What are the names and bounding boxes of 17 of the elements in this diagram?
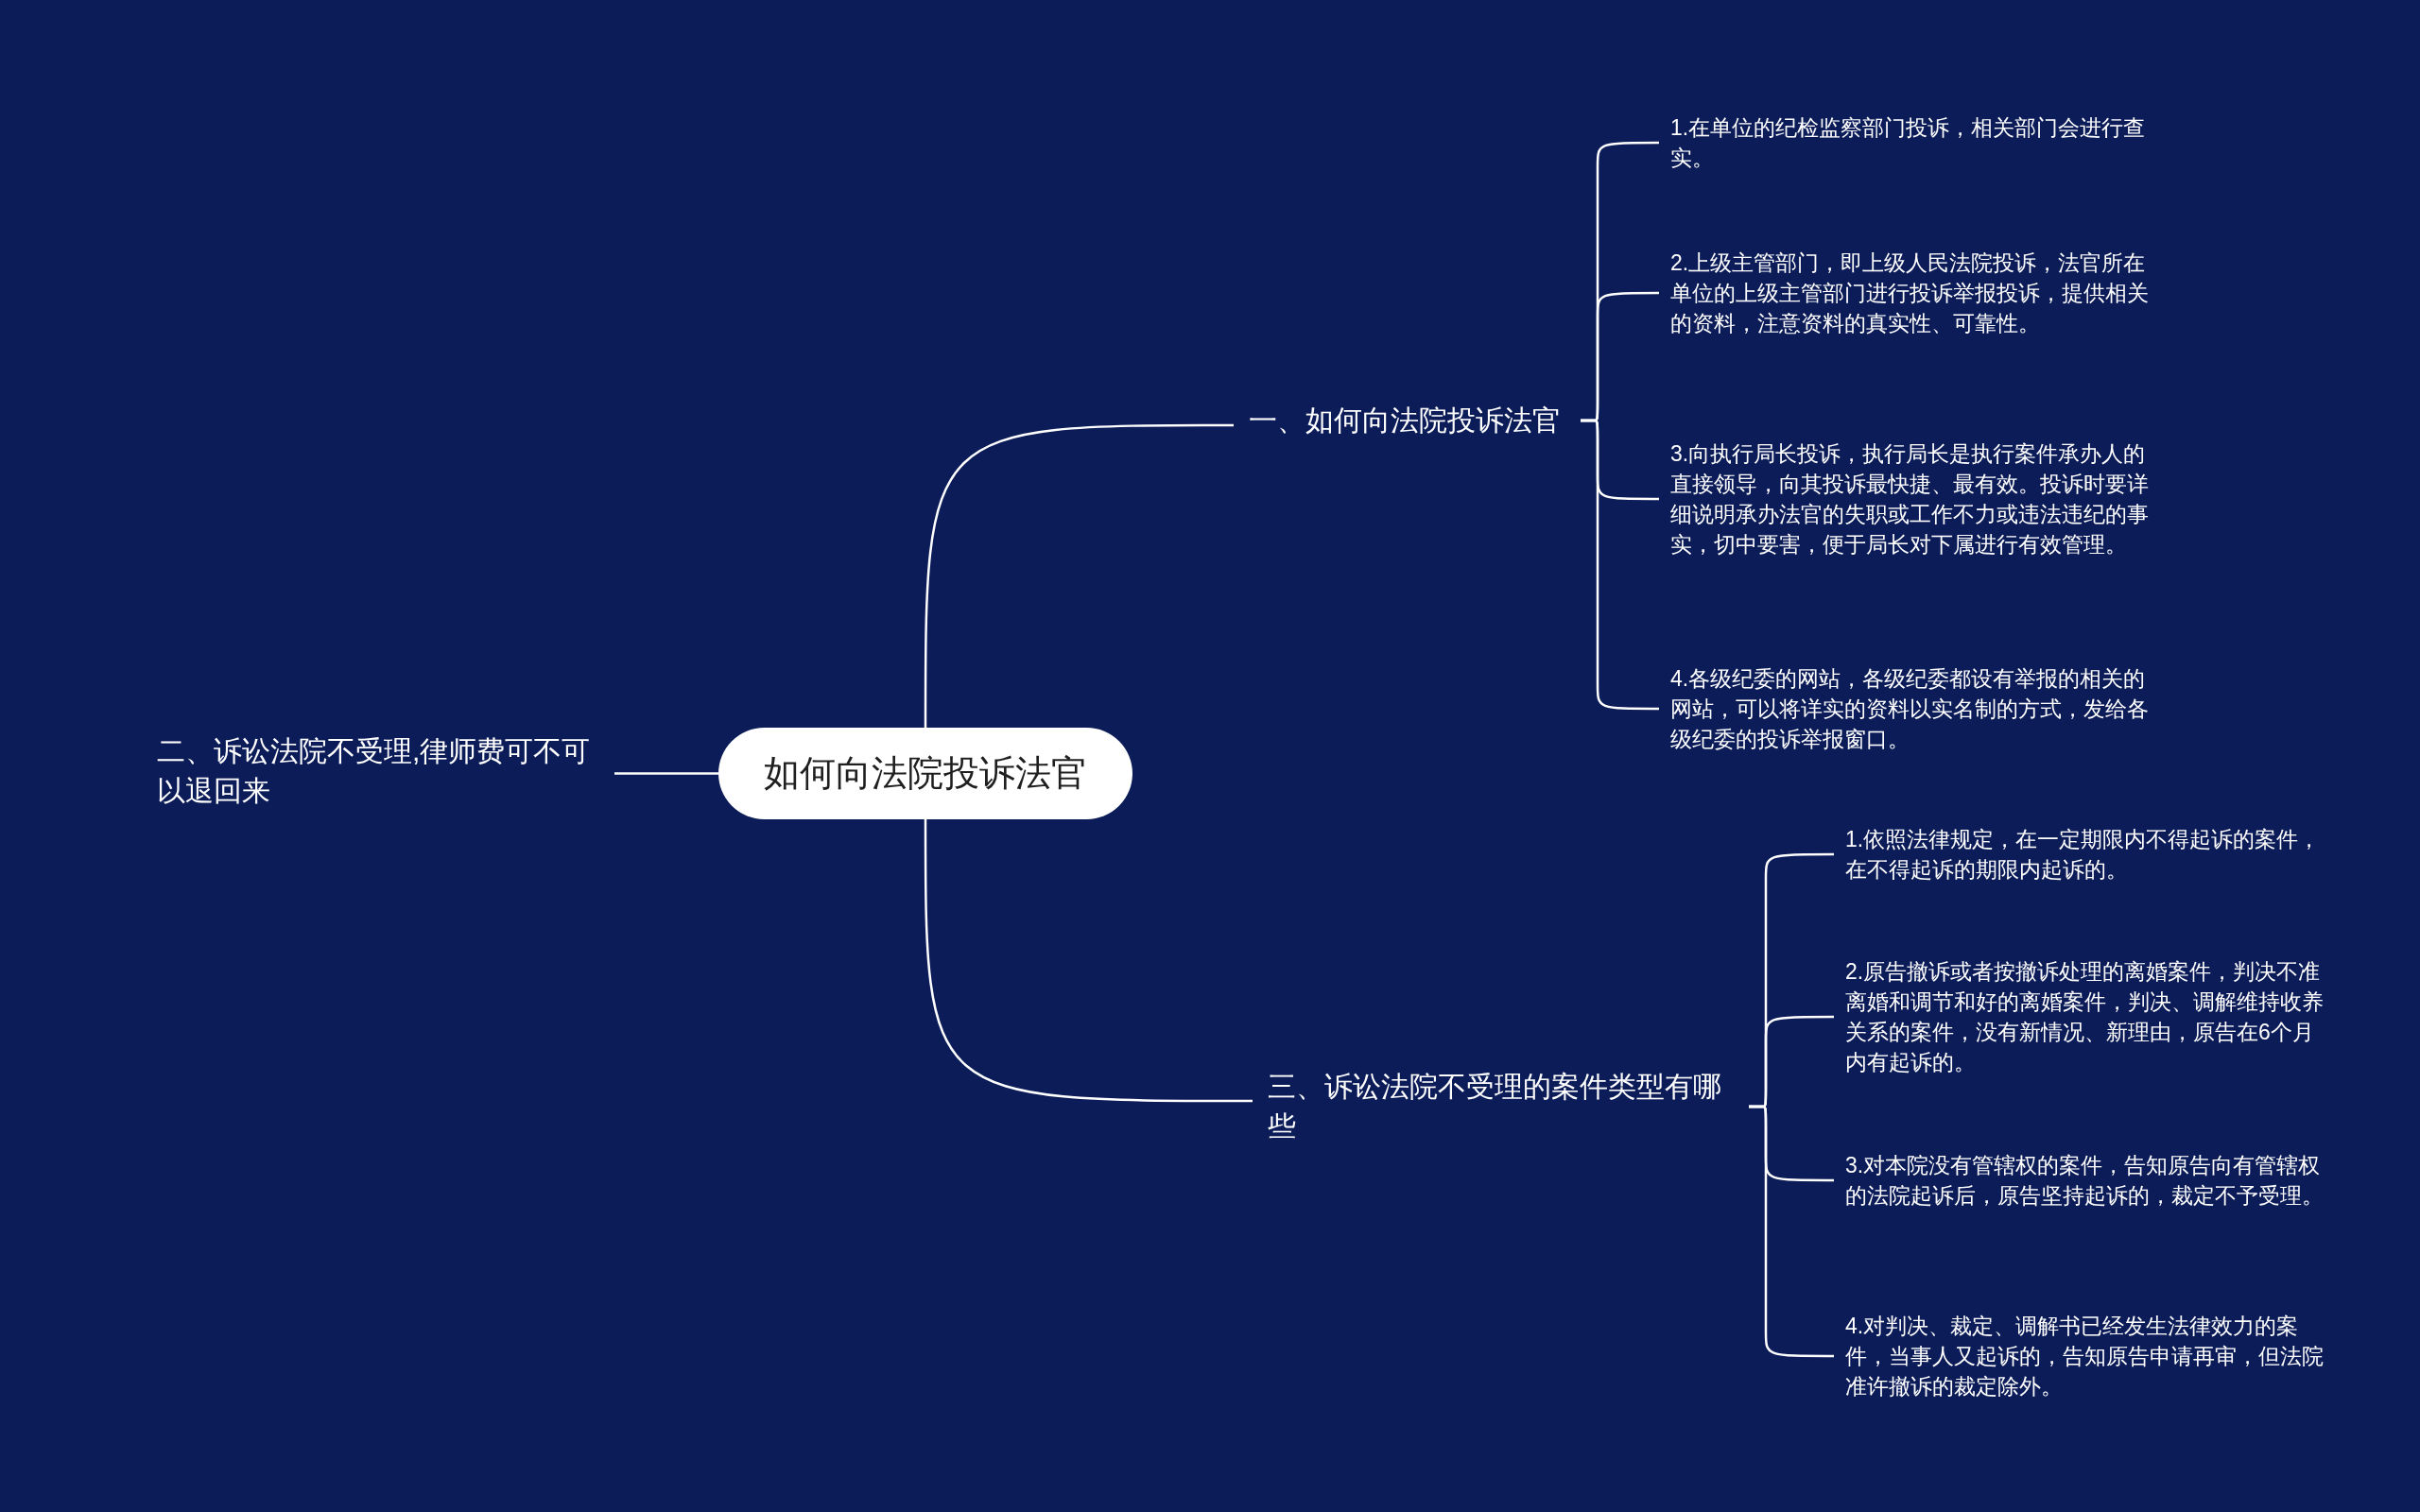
central-topic: 如何向法院投诉法官 bbox=[718, 728, 1132, 819]
detail-text: 2.上级主管部门，即上级人民法院投诉，法官所在单位的上级主管部门进行投诉举报投诉，提供相关的资料，注意资料的真实性、可靠性。 bbox=[1659, 244, 2160, 342]
detail-text: 3.向执行局长投诉，执行局长是执行案件承办人的直接领导，向其投诉最快捷、最有效。投诉时要详细说明承办法官的失职或工作不力或违法违纪的事实，切中要害，便于局长对下属进行有效管理。 bbox=[1659, 435, 2160, 563]
detail-text: 1.依照法律规定，在一定期限内不得起诉的案件，在不得起诉的期限内起诉的。 bbox=[1834, 820, 2335, 888]
detail-text: 2.原告撤诉或者按撤诉处理的离婚案件，判决不准离婚和调节和好的离婚案件，判决、调解维持收养关系的案件，没有新情况、新理由，原告在6个月内有起诉的。 bbox=[1834, 953, 2335, 1081]
branch-topic: 一、如何向法院投诉法官 bbox=[1234, 397, 1576, 444]
detail-text: 4.对判决、裁定、调解书已经发生法律效力的案件，当事人又起诉的，告知原告申请再审，但法院准许撤诉的裁定除外。 bbox=[1834, 1307, 2335, 1405]
connector-line bbox=[1749, 1105, 1834, 1358]
detail-text: 1.在单位的纪检监察部门投诉，相关部门会进行查实。 bbox=[1659, 109, 2160, 177]
connector-line bbox=[1581, 419, 1659, 711]
detail-text: 3.对本院没有管辖权的案件，告知原告向有管辖权的法院起诉后，原告坚持起诉的，裁定不予受理。 bbox=[1834, 1146, 2335, 1214]
branch-topic: 三、诉讼法院不受理的案件类型有哪些 bbox=[1253, 1063, 1744, 1150]
detail-text: 4.各级纪委的网站，各级纪委都设有举报的相关的网站，可以将详实的资料以实名制的方式，发给各级纪委的投诉举报窗口。 bbox=[1659, 660, 2160, 758]
connector-line bbox=[924, 423, 1234, 728]
connector-line bbox=[924, 819, 1253, 1103]
branch-topic: 二、诉讼法院不受理,律师费可不可以退回来 bbox=[142, 728, 633, 815]
connector-line bbox=[614, 772, 718, 775]
